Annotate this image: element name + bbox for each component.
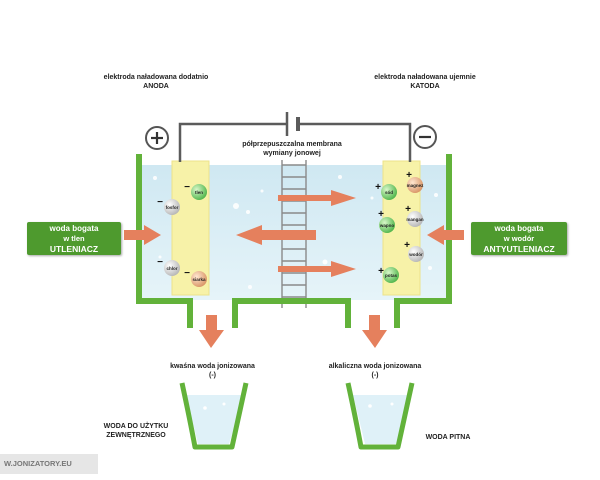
oxidizer-line3: UTLENIACZ (49, 243, 99, 254)
anode-title: elektroda naładowana dodatnio ANODA (96, 73, 216, 91)
battery-symbol (285, 112, 300, 136)
alkaline-output-line1: alkaliczna woda jonizowana (328, 363, 422, 370)
ion-charge: + (405, 204, 411, 215)
acid-output-line2: (-) (209, 372, 216, 379)
arrow-outflow-acid (199, 315, 224, 348)
acid-output-label: kwaśna woda jonizowana (-) (160, 362, 265, 380)
ion-sod: sód + (375, 182, 397, 200)
ion-potas: potas + (378, 266, 399, 283)
acid-output-line1: kwaśna woda jonizowana (170, 363, 255, 370)
ion-label: wodór (408, 252, 423, 257)
ion-label: tlen (195, 190, 203, 195)
external-use-line2: ZEWNĘTRZNEGO (106, 432, 166, 439)
cathode-title-line1: elektroda naładowana ujemnie (374, 74, 476, 81)
minus-icon (413, 125, 437, 149)
antioxidant-line2: w wodór (503, 233, 535, 243)
ion-wodor: wodór + (404, 240, 424, 262)
ion-wapno: wapno + (378, 209, 395, 233)
antioxidant-line3: ANTYUTLENIACZ (483, 243, 555, 254)
cathode-title-line2: KATODA (410, 83, 440, 90)
arrow-to-cathode-bottom (278, 261, 356, 277)
ion-charge: + (375, 182, 381, 193)
ion-tlen: tlen − (184, 182, 207, 200)
cathode-title: elektroda naładowana ujemnie KATODA (365, 73, 485, 91)
ion-magnez-top: magnez + (406, 170, 424, 193)
membrane-label: półprzepuszczalna membrana wymiany jonow… (232, 140, 352, 158)
alkaline-output-label: alkaliczna woda jonizowana (-) (320, 362, 430, 380)
membrane-label-line2: wymiany jonowej (263, 150, 321, 157)
ion-label: mangan (406, 217, 424, 222)
electrode-wiring (178, 122, 412, 162)
ion-label: sód (385, 190, 393, 195)
ion-label: fosfor (166, 205, 179, 210)
ion-charge: − (157, 257, 163, 268)
website-footer: W.JONIZATORY.EU (0, 454, 98, 474)
drinking-water-text: WODA PITNA (425, 434, 471, 441)
flow-arrows (124, 190, 464, 348)
ion-charge: + (406, 170, 412, 181)
ion-mangan: mangan + (405, 204, 424, 227)
ion-label: wapno (379, 223, 395, 228)
oxidizer-input-box: woda bogata w tlen UTLENIACZ (27, 222, 121, 255)
oxidizer-line2: w tlen (63, 233, 85, 243)
ion-charge: − (157, 197, 163, 208)
external-use-line1: WODA DO UŻYTKU (103, 423, 169, 430)
ion-fosfor: fosfor − (157, 197, 180, 215)
oxidizer-line1: woda bogata (49, 223, 99, 233)
ion-label: chlor (166, 266, 177, 271)
ion-label: potas (385, 273, 397, 278)
ion-charge: + (378, 209, 384, 220)
arrow-to-anode (236, 225, 316, 245)
ion-label: siarka (192, 277, 206, 282)
water-bubbles (153, 175, 438, 289)
anode-title-line2: ANODA (143, 83, 169, 90)
ion-charge: − (184, 268, 190, 279)
plus-icon (145, 126, 169, 150)
ion-label: magnez (407, 183, 425, 188)
acid-cup (179, 382, 249, 450)
ion-charge: − (184, 182, 190, 193)
alkaline-output-line2: (-) (371, 372, 379, 379)
antioxidant-input-box: woda bogata w wodór ANTYUTLENIACZ (471, 222, 567, 255)
drinking-water-label: WODA PITNA (418, 433, 478, 442)
arrow-inflow-right (427, 225, 464, 245)
ion-charge: + (404, 240, 410, 251)
ion-chlor: chlor − (157, 257, 180, 276)
ion-siarka: siarka − (184, 268, 207, 287)
ion-charge: + (378, 266, 384, 277)
alkaline-cup (345, 382, 415, 450)
tank-walls (136, 154, 452, 328)
membrane-label-line1: półprzepuszczalna membrana (242, 141, 342, 148)
arrow-inflow-left (124, 225, 161, 245)
arrow-outflow-alkaline (362, 315, 387, 348)
anode-title-line1: elektroda naładowana dodatnio (103, 74, 209, 81)
antioxidant-line1: woda bogata (494, 223, 544, 233)
external-use-label: WODA DO UŻYTKU ZEWNĘTRZNEGO (96, 422, 176, 440)
arrow-to-cathode-top (278, 190, 356, 206)
